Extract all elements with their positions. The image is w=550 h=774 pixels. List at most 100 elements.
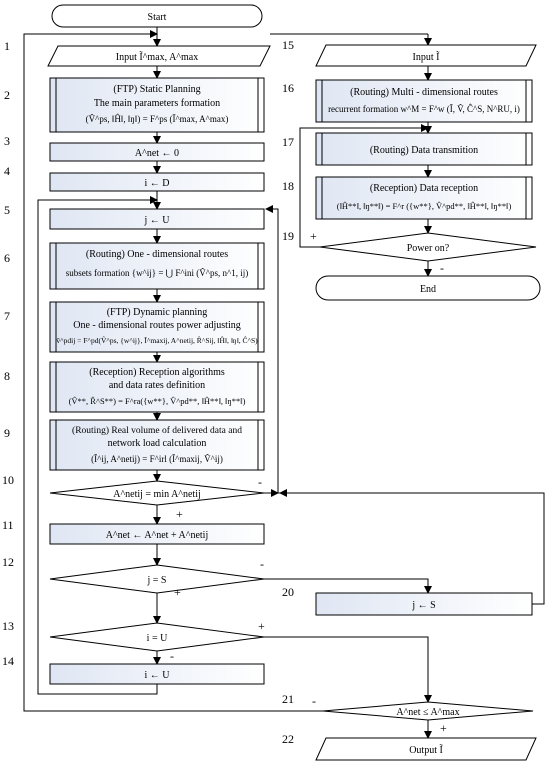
step-numbers: 1 2 3 4 5 6 7 8 9 10 11 12 13 14 15 16 1… bbox=[2, 38, 294, 746]
node-9-formula: (Ĩ^ij, A^netij) = F^irl (Ĩ^maxij, V̂^ij) bbox=[91, 453, 223, 464]
step-number-2: 2 bbox=[4, 88, 10, 102]
node-8-subtitle: and data rates definition bbox=[109, 380, 205, 391]
branch-21-plus: + bbox=[440, 721, 447, 735]
branch-19-minus: - bbox=[440, 261, 444, 275]
node-16-title: (Routing) Multi - dimensional routes bbox=[350, 87, 498, 98]
start-label: Start bbox=[148, 12, 167, 23]
node-1-label: Input Ĩ^max, A^max bbox=[116, 51, 198, 63]
branch-19-plus: + bbox=[310, 229, 317, 243]
arrow-12-minus-to-20 bbox=[264, 578, 432, 594]
step-number-18: 18 bbox=[282, 179, 294, 193]
branch-13-plus: + bbox=[258, 619, 265, 633]
step-number-13: 13 bbox=[2, 619, 14, 633]
node-9-load-calculation: (Routing) Real volume of delivered data … bbox=[49, 419, 265, 471]
step-number-14: 14 bbox=[2, 654, 14, 668]
node-7-title: (FTP) Dynamic planning bbox=[107, 307, 208, 318]
step-number-20: 20 bbox=[282, 585, 294, 599]
node-3-init-anet: A^net ← 0 bbox=[49, 142, 265, 162]
node-18-data-reception: (Reception) Data reception (‖Ĥ**‖, ‖ŋ**‖… bbox=[315, 176, 533, 220]
node-7-subtitle: One - dimensional routes power adjusting bbox=[73, 320, 240, 331]
arrow-13-plus-to-21 bbox=[264, 636, 432, 703]
step-number-11: 11 bbox=[2, 518, 14, 532]
step-number-5: 5 bbox=[4, 203, 10, 217]
step-number-10: 10 bbox=[2, 473, 14, 487]
node-17-data-transmission: (Routing) Data transmition bbox=[315, 132, 533, 166]
node-22-output: Output Ĩ bbox=[315, 737, 537, 761]
arrow-19-plus-loop-to-17 bbox=[299, 124, 429, 248]
end-terminator: End bbox=[315, 275, 541, 301]
branch-21-minus: - bbox=[312, 694, 316, 708]
step-number-15: 15 bbox=[282, 38, 294, 52]
arrow-14-loop-to-5 bbox=[37, 196, 158, 695]
node-2-subtitle: The main parameters formation bbox=[94, 98, 220, 109]
node-21-anet-le-amax: A^net ≤ A^max bbox=[322, 701, 534, 721]
node-16-multidim-routes: (Routing) Multi - dimensional routes rec… bbox=[315, 79, 533, 123]
step-number-12: 12 bbox=[2, 555, 14, 569]
node-5-label: j ← U bbox=[144, 215, 171, 226]
node-17-label: (Routing) Data transmition bbox=[370, 145, 478, 156]
node-1-input: Input Ĩ^max, A^max bbox=[47, 45, 271, 67]
node-20-label: j ← S bbox=[411, 600, 435, 611]
branch-10-minus: - bbox=[258, 475, 262, 489]
step-number-7: 7 bbox=[4, 309, 10, 323]
step-number-19: 19 bbox=[282, 229, 294, 243]
node-3-label: A^net ← 0 bbox=[135, 148, 179, 159]
node-2-static-planning: (FTP) Static Planning The main parameter… bbox=[49, 77, 265, 133]
node-9-title: (Routing) Real volume of delivered data … bbox=[72, 425, 242, 436]
branch-10-plus: + bbox=[176, 507, 183, 521]
node-12-j-equals-s: j = S bbox=[49, 564, 265, 594]
step-number-22: 22 bbox=[282, 732, 294, 746]
node-13-i-equals-u: i = U bbox=[49, 622, 265, 652]
node-15-label: Input Ĩ bbox=[413, 51, 441, 63]
step-number-9: 9 bbox=[4, 426, 10, 440]
node-7-dynamic-planning: (FTP) Dynamic planning One - dimensional… bbox=[49, 301, 265, 353]
branch-12-plus: + bbox=[174, 585, 181, 599]
node-2-formula: (V̂^ps, ‖Ĥ‖, ‖ŋ‖) = F^ps (Ĩ^max, A^max) bbox=[86, 113, 229, 124]
node-7-formula: v̂^pdij = F^pd(V̂^ps, {w^ij}, Ĩ^maxij, A… bbox=[56, 335, 258, 345]
arrow-21-minus-loop-to-1 bbox=[23, 30, 323, 712]
step-number-21: 21 bbox=[282, 692, 294, 706]
node-8-title: (Reception) Reception algorithms bbox=[89, 367, 225, 378]
step-number-6: 6 bbox=[4, 251, 10, 265]
node-10-min-decision: A^netij = min A^netij bbox=[49, 480, 265, 506]
arrow-joint-to-5 bbox=[265, 205, 279, 493]
node-5-init-j: j ← U bbox=[49, 208, 265, 230]
node-15-input: Input Ĩ bbox=[315, 44, 537, 67]
node-6-title: (Routing) One - dimensional routes bbox=[86, 249, 228, 260]
step-number-4: 4 bbox=[4, 164, 10, 178]
node-14-i-update: i ← U bbox=[49, 663, 265, 685]
node-21-label: A^net ≤ A^max bbox=[396, 707, 459, 718]
node-4-init-i: i ← D bbox=[49, 172, 265, 192]
node-20-j-update: j ← S bbox=[315, 592, 533, 616]
step-number-16: 16 bbox=[282, 81, 294, 95]
step-number-8: 8 bbox=[4, 369, 10, 383]
node-22-label: Output Ĩ bbox=[409, 744, 443, 756]
end-label: End bbox=[420, 284, 436, 295]
node-6-formula: subsets formation {w^ij} = ⋃ F^ini (V̂^p… bbox=[66, 267, 249, 278]
node-6-routes-subsets: (Routing) One - dimensional routes subse… bbox=[49, 242, 265, 290]
node-18-title: (Reception) Data reception bbox=[370, 183, 478, 194]
step-number-1: 1 bbox=[4, 39, 10, 53]
node-13-label: i = U bbox=[147, 633, 168, 644]
node-8-formula: (V̂**, R̂^S**) = F^ra({w**}, V̂^pd**, ‖Ĥ… bbox=[69, 395, 246, 406]
branch-13-minus: - bbox=[170, 649, 174, 663]
node-18-formula: (‖Ĥ**‖, ‖ŋ**‖) = F^r ({w**}, V̂^pd**, ‖Ĥ… bbox=[337, 200, 512, 211]
start-terminator: Start bbox=[51, 4, 263, 28]
node-19-power-on: Power on? bbox=[319, 232, 537, 262]
node-8-reception-algorithms: (Reception) Reception algorithms and dat… bbox=[49, 361, 265, 413]
node-19-label: Power on? bbox=[407, 243, 450, 254]
node-12-label: j = S bbox=[147, 575, 167, 586]
node-11-label: A^net ← A^net + A^netij bbox=[106, 530, 209, 541]
step-number-3: 3 bbox=[4, 134, 10, 148]
node-9-subtitle: network load calculation bbox=[108, 438, 207, 449]
arrow-20-to-joint bbox=[278, 492, 545, 605]
node-14-label: i ← U bbox=[145, 670, 171, 681]
node-2-title: (FTP) Static Planning bbox=[113, 84, 200, 95]
node-11-accumulate-anet: A^net ← A^net + A^netij bbox=[49, 523, 265, 545]
step-number-17: 17 bbox=[282, 135, 294, 149]
node-10-label: A^netij = min A^netij bbox=[113, 489, 201, 500]
node-4-label: i ← D bbox=[145, 178, 170, 189]
node-16-formula: recurrent formation w^M = F^w (Ĩ, V̂, Ĉ^… bbox=[328, 103, 520, 114]
branch-12-minus: - bbox=[260, 557, 264, 571]
